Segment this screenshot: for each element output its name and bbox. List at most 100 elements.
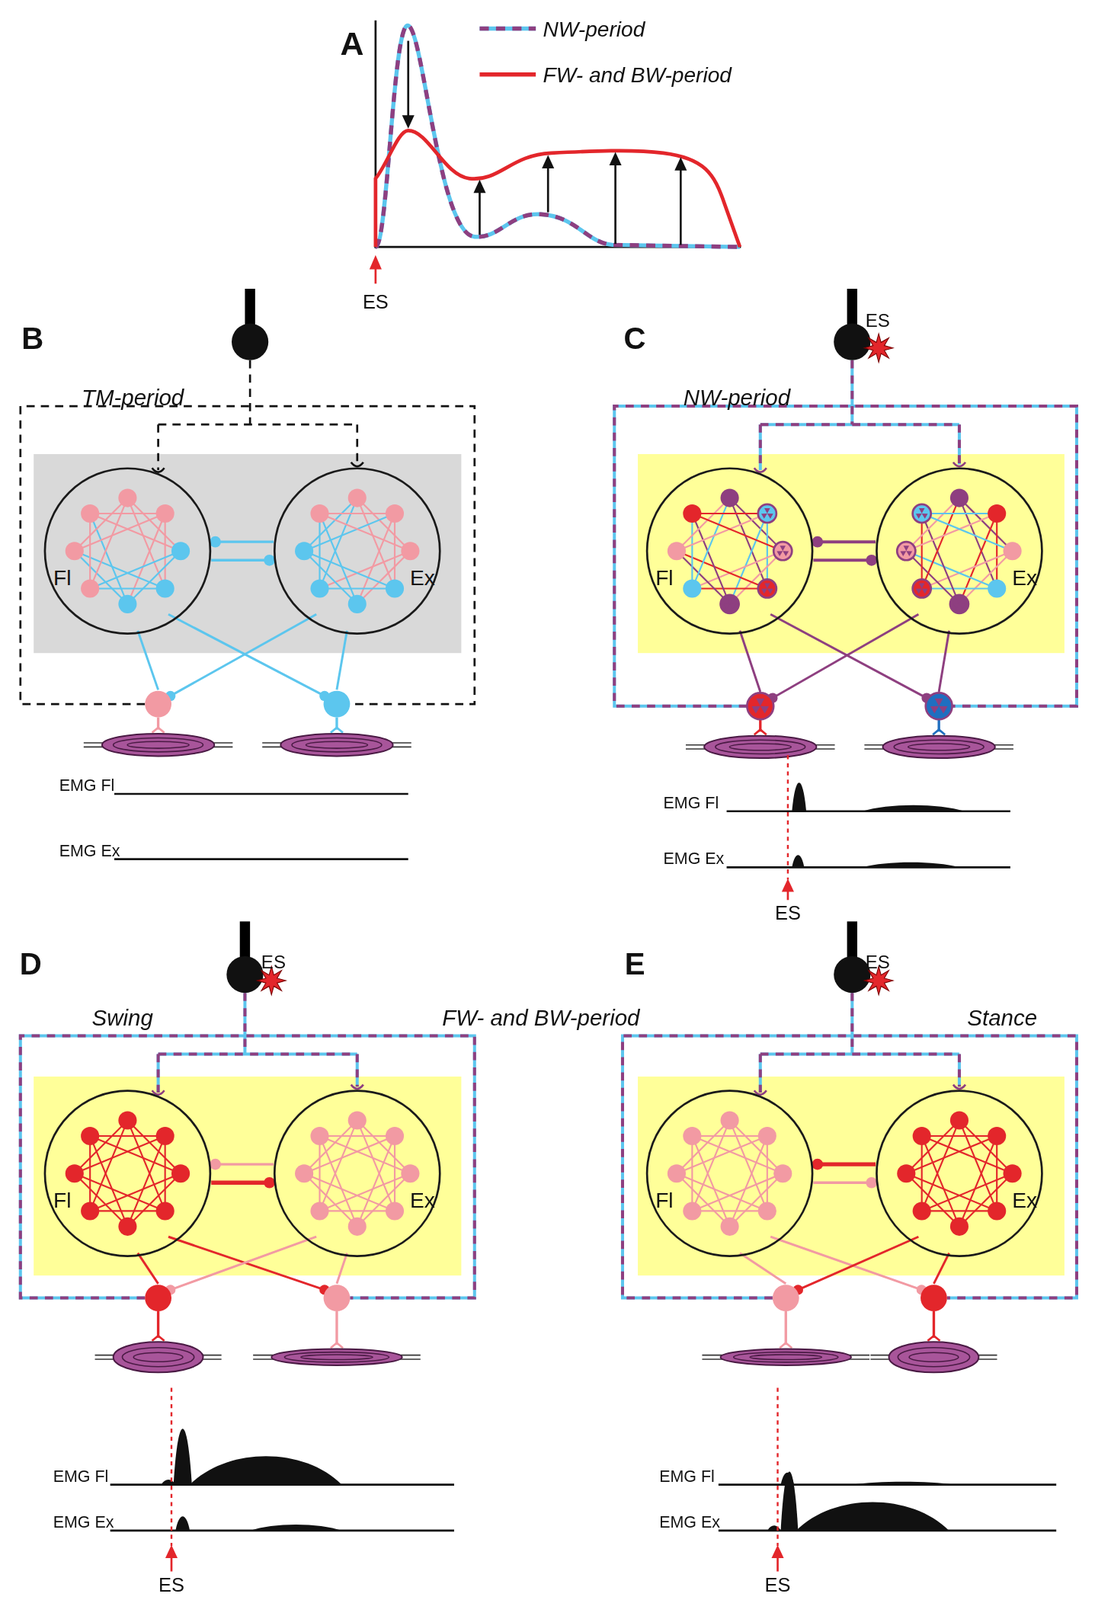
- emg-burst: [173, 1428, 193, 1485]
- emg-burst: [851, 1482, 955, 1486]
- interneuron-link: [127, 498, 181, 552]
- motoneuron: [323, 691, 351, 718]
- emg-burst: [161, 1479, 177, 1486]
- muscle: [720, 1349, 852, 1366]
- annotation-label: Swing: [92, 1007, 154, 1030]
- interneuron-link: [304, 550, 358, 605]
- interneuron: [80, 1127, 100, 1146]
- interneuron-link: [922, 1210, 997, 1212]
- interneuron-link: [906, 1120, 960, 1175]
- descending-pathway-dash: [20, 1035, 475, 1298]
- muscle-fiber: [305, 741, 368, 749]
- muscle-fiber: [729, 743, 791, 751]
- muscle-fiber: [908, 743, 971, 751]
- es-arrow-head: [165, 1545, 178, 1559]
- synapse-mark: [754, 1090, 767, 1095]
- interneuron: [348, 595, 367, 614]
- projection-line: [168, 614, 325, 696]
- radiation-mark: [922, 588, 929, 594]
- muscle-fiber: [133, 1352, 183, 1362]
- interneuron-link: [730, 550, 784, 605]
- interneuron: [912, 1201, 932, 1220]
- circle-label: Ex: [409, 1189, 436, 1211]
- es-arrow: [170, 1556, 173, 1572]
- annotation-label: NW-period: [683, 387, 791, 410]
- radiation-mark: [760, 706, 769, 714]
- annotation-label: ES: [774, 903, 801, 923]
- panel-letter: A: [340, 27, 365, 61]
- interneuron: [310, 1127, 329, 1146]
- interneuron-link: [304, 498, 358, 552]
- interneuron: [348, 489, 367, 508]
- panel-letter: E: [624, 949, 646, 980]
- legend-text: NW-period: [543, 17, 646, 39]
- projection-line: [770, 1236, 922, 1291]
- interneuron: [80, 1201, 100, 1220]
- interneuron: [171, 1164, 190, 1183]
- motor-axon: [932, 1311, 935, 1339]
- synapse-mark: [351, 462, 364, 467]
- interneuron-link: [922, 1135, 997, 1137]
- descending-branch: [158, 360, 358, 471]
- descending-branch-base: [760, 992, 960, 1093]
- annotation-label: EMG Fl: [659, 1468, 715, 1485]
- annotation-label: ES: [765, 1575, 791, 1595]
- synapse-mark: [953, 1085, 966, 1089]
- muscle: [102, 733, 215, 756]
- interneuron: [156, 1127, 175, 1146]
- network-circle: Ex: [273, 1089, 442, 1258]
- emg-burst: [791, 854, 804, 868]
- interneuron-link: [74, 550, 129, 605]
- interneuron-link: [906, 550, 960, 605]
- panel-letter: C: [624, 323, 647, 355]
- inhibitory-connector: [209, 536, 274, 548]
- descending-pathway: [20, 406, 475, 705]
- connector-line: [813, 540, 876, 544]
- network-circle: Ex: [273, 467, 442, 635]
- interneuron-link: [691, 1210, 767, 1212]
- interneuron-link: [89, 512, 165, 515]
- network-circle: Fl: [44, 1089, 212, 1258]
- nw-curve-base: [375, 25, 740, 247]
- projection-line: [770, 614, 927, 698]
- motoneuron: [920, 1284, 948, 1312]
- muscle: [882, 736, 995, 759]
- connector-line: [813, 558, 876, 562]
- stimulus-marker: [170, 1387, 173, 1547]
- interneuron: [385, 1201, 404, 1220]
- network-background: [637, 1076, 1065, 1276]
- motoneuron: [144, 691, 172, 718]
- muscle: [280, 733, 393, 756]
- radiation-mark: [918, 508, 926, 514]
- projection-line: [170, 1236, 317, 1291]
- interneuron-link: [959, 1120, 1013, 1175]
- interneuron: [400, 541, 420, 561]
- endplate: [152, 1335, 165, 1342]
- muscle-fiber: [909, 1352, 959, 1362]
- interneuron-link: [995, 1136, 998, 1211]
- interneuron-link: [320, 1135, 395, 1137]
- projection-line: [336, 630, 347, 691]
- descending-neuron: [833, 323, 871, 361]
- radiation-mark: [730, 604, 737, 610]
- circle-label: Ex: [1011, 566, 1038, 589]
- endplate: [330, 1343, 343, 1349]
- change-arrow: [478, 189, 481, 235]
- interneuron-link: [357, 550, 411, 605]
- interneuron-link: [730, 498, 784, 552]
- interneuron-link: [318, 1136, 321, 1211]
- radiation-mark: [938, 706, 948, 714]
- synapse-mark: [754, 467, 767, 472]
- descending-branch-dash: [158, 992, 358, 1093]
- interneuron-link: [127, 550, 181, 605]
- interneuron: [682, 1201, 702, 1220]
- radiation-mark: [764, 583, 771, 590]
- interneuron: [758, 579, 777, 598]
- inhibitory-connector: [209, 1159, 274, 1171]
- interneuron: [156, 579, 175, 598]
- interneuron-link: [89, 1136, 91, 1211]
- es-arrow: [374, 267, 378, 284]
- radiation-mark: [726, 598, 734, 605]
- descending-pathway-dash: [614, 406, 1077, 707]
